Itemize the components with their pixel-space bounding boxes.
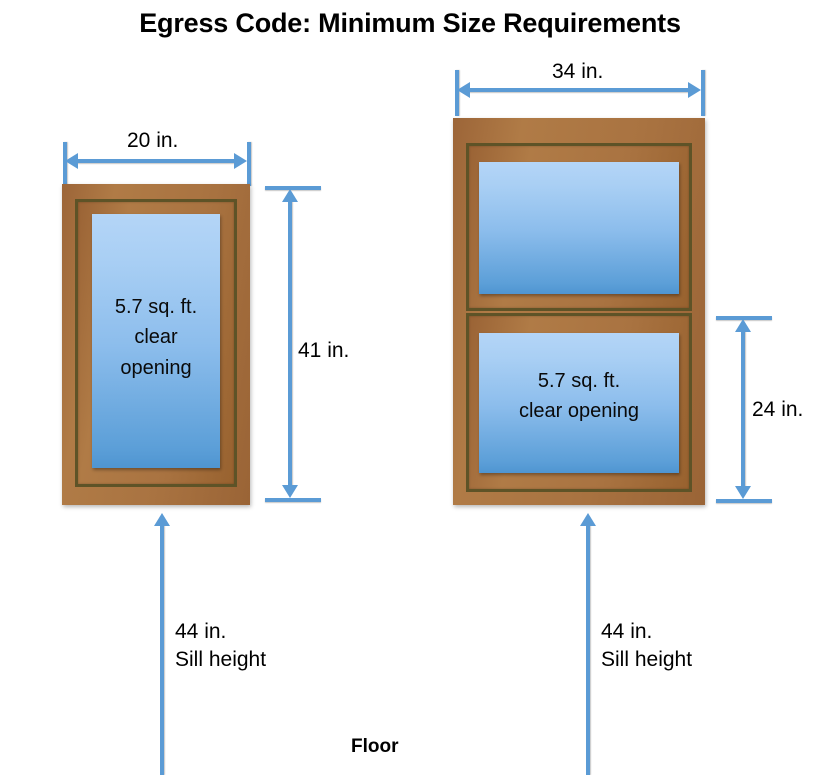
height-tick-bottom-left-window [265, 498, 321, 502]
width-arrow-right-right-window [688, 82, 701, 98]
lower-glass-double-hung: 5.7 sq. ft. clear opening [479, 333, 679, 473]
sill-dimension-shaft-right-window [586, 525, 590, 775]
floor-label: Floor [351, 736, 399, 757]
height-label-right-window: 24 in. [752, 398, 804, 421]
height-arrow-up-right-window [735, 319, 751, 332]
glass-casement: 5.7 sq. ft. clear opening [92, 214, 220, 468]
width-dimension-shaft-left-window [75, 159, 237, 163]
height-tick-bottom-right-window [716, 499, 772, 503]
width-arrow-left-left-window [65, 153, 78, 169]
upper-glass-double-hung [479, 162, 679, 294]
page-title: Egress Code: Minimum Size Requirements [139, 8, 681, 38]
sill-label-right-window: 44 in. Sill height [601, 620, 693, 671]
sill-label-left-window: 44 in. Sill height [175, 620, 267, 671]
height-arrow-down-right-window [735, 486, 751, 499]
width-label-left-window: 20 in. [127, 129, 179, 152]
glass-label-casement: 5.7 sq. ft. clear opening [114, 296, 198, 379]
sill-arrow-up-right-window [580, 513, 596, 526]
height-dimension-shaft-left-window [288, 199, 292, 486]
width-tick-right-left-window [247, 142, 251, 186]
sill-arrow-up-left-window [154, 513, 170, 526]
height-label-left-window: 41 in. [298, 339, 350, 362]
height-dimension-shaft-right-window [741, 329, 745, 487]
width-arrow-left-right-window [457, 82, 470, 98]
lower-glass-label-double-hung: 5.7 sq. ft. clear opening [518, 370, 640, 423]
height-arrow-up-left-window [282, 189, 298, 202]
width-dimension-shaft-right-window [467, 88, 691, 92]
sill-dimension-shaft-left-window [160, 525, 164, 775]
height-tick-top-right-window [716, 316, 772, 320]
width-arrow-right-left-window [234, 153, 247, 169]
height-arrow-down-left-window [282, 485, 298, 498]
width-tick-right-right-window [701, 70, 705, 116]
height-tick-top-left-window [265, 186, 321, 190]
width-label-right-window: 34 in. [552, 60, 604, 83]
